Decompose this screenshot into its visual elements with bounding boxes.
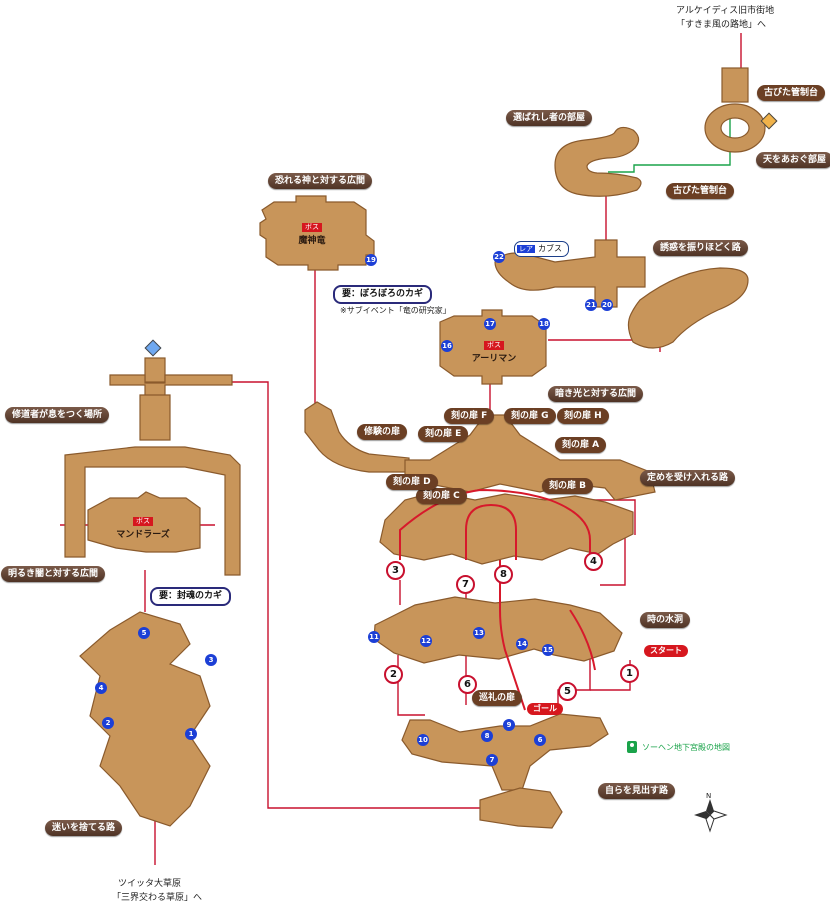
requirement-old-key: 要：ぼろぼろのカギ xyxy=(333,285,433,304)
boss-name: アーリマン xyxy=(471,354,517,364)
treasure-8: 8 xyxy=(481,730,493,742)
treasure-11: 11 xyxy=(368,631,380,643)
area-old-control-2: 古びた管制台 xyxy=(666,183,735,199)
door-g: 刻の扉 G xyxy=(504,408,556,424)
exit-top-line2: 「すきま風の路地」へ xyxy=(676,20,767,30)
treasure-18: 18 xyxy=(538,318,550,330)
treasure-14: 14 xyxy=(516,638,528,650)
area-fate-path: 定めを受け入れる路 xyxy=(640,470,736,486)
area-old-control-1: 古びた管制台 xyxy=(757,85,826,101)
room-shapes xyxy=(64,67,766,829)
route-step-4: 4 xyxy=(584,552,603,571)
treasure-13: 13 xyxy=(473,627,485,639)
treasure-19: 19 xyxy=(365,254,377,266)
map-item-label: ソーヘン地下宮殿の地図 xyxy=(642,743,730,752)
door-a: 刻の扉 A xyxy=(555,437,607,453)
area-self-find: 自らを見出す路 xyxy=(598,783,676,799)
area-bright-dark-hall: 明るき闇と対する広間 xyxy=(1,566,106,582)
rare-tag: レア xyxy=(517,245,535,253)
treasure-15: 15 xyxy=(542,644,554,656)
boss-tag: ボス xyxy=(302,223,322,232)
treasure-1: 1 xyxy=(185,728,197,740)
boss-tag: ボス xyxy=(133,517,153,526)
area-time-water: 時の水洞 xyxy=(640,612,691,628)
treasure-21: 21 xyxy=(585,299,597,311)
route-step-6: 6 xyxy=(458,675,477,694)
treasure-6: 6 xyxy=(534,734,546,746)
route-step-8: 8 xyxy=(494,565,513,584)
boss-ahriman: ボス アーリマン xyxy=(466,340,522,364)
rare-monster-label: レアカブス xyxy=(514,241,569,257)
area-lost-path: 迷いを捨てる路 xyxy=(45,820,123,836)
boss-mashinryu: ボス 魔神竜 xyxy=(292,222,332,246)
door-b: 刻の扉 B xyxy=(542,478,593,494)
treasure-4: 4 xyxy=(95,682,107,694)
area-fear-god: 恐れる神と対する広間 xyxy=(268,173,373,189)
door-f: 刻の扉 F xyxy=(444,408,495,424)
exit-bottom-line1: ツイッタ大草原 xyxy=(118,879,182,889)
boss-tag: ボス xyxy=(484,341,504,350)
boss-name: マンドラーズ xyxy=(116,530,170,540)
rare-name: カブス xyxy=(538,244,562,253)
treasure-22: 22 xyxy=(493,251,505,263)
exit-bottom-line2: 「三界交わる草原」へ xyxy=(112,893,203,903)
door-d: 刻の扉 D xyxy=(386,474,438,490)
boss-name: 魔神竜 xyxy=(298,236,326,246)
treasure-2: 2 xyxy=(102,717,114,729)
area-chosen-room: 選ばれし者の部屋 xyxy=(506,110,593,126)
area-monk-rest: 修道者が息をつく場所 xyxy=(5,407,110,423)
treasure-12: 12 xyxy=(420,635,432,647)
requirement-old-key-note: ※サブイベント「竜の研究家」 xyxy=(340,306,451,315)
treasure-17: 17 xyxy=(484,318,496,330)
route-step-7: 7 xyxy=(456,575,475,594)
treasure-9: 9 xyxy=(503,719,515,731)
area-sky-room: 天をあおぐ部屋 xyxy=(756,152,830,168)
door-pilgrim: 巡礼の扉 xyxy=(472,690,523,706)
route-step-1: 1 xyxy=(620,664,639,683)
door-h: 刻の扉 H xyxy=(557,408,609,424)
route-step-2: 2 xyxy=(384,665,403,684)
treasure-20: 20 xyxy=(601,299,613,311)
area-temptation: 誘惑を振りほどく路 xyxy=(653,240,748,256)
requirement-seal-key: 要：封魂のカギ xyxy=(150,587,232,606)
door-trial: 修験の扉 xyxy=(357,424,408,440)
exit-top-line1: アルケイディス旧市街地 xyxy=(676,6,775,16)
route-start: スタート xyxy=(644,645,688,657)
treasure-5: 5 xyxy=(138,627,150,639)
map-item-icon xyxy=(627,741,637,753)
door-e: 刻の扉 E xyxy=(418,426,469,442)
treasure-3: 3 xyxy=(205,654,217,666)
treasure-16: 16 xyxy=(441,340,453,352)
boss-mandragora: ボス マンドラーズ xyxy=(108,516,178,540)
area-light-hall: 暗き光と対する広間 xyxy=(548,386,644,402)
route-step-5: 5 xyxy=(558,682,577,701)
door-c: 刻の扉 C xyxy=(416,488,467,504)
compass-label: N xyxy=(706,792,712,800)
compass-icon xyxy=(694,799,728,833)
treasure-10: 10 xyxy=(417,734,429,746)
treasure-7: 7 xyxy=(486,754,498,766)
route-goal: ゴール xyxy=(527,703,563,715)
walkthrough-route xyxy=(399,488,596,711)
route-step-3: 3 xyxy=(386,561,405,580)
